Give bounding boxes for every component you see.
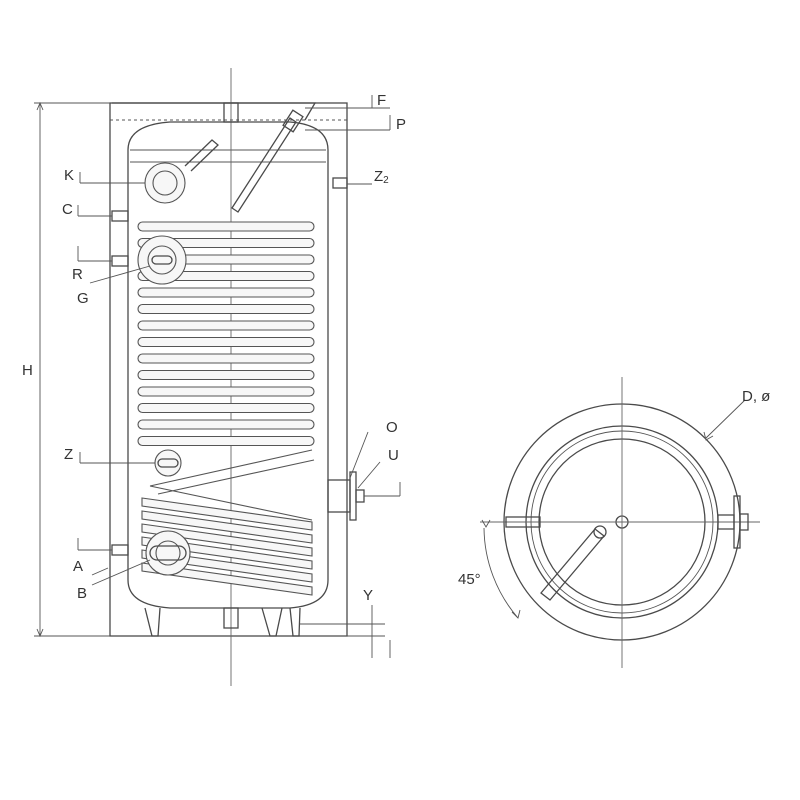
label-h: H — [22, 362, 33, 379]
flange-z — [154, 449, 182, 477]
label-z: Z — [64, 446, 73, 463]
right-connections — [327, 177, 365, 521]
legs — [144, 607, 301, 637]
coil-turn — [137, 320, 315, 331]
lower-coil-turn — [141, 510, 313, 544]
lower-coil-turn — [141, 523, 313, 557]
coil-turn — [137, 419, 315, 430]
coil-turn — [137, 287, 315, 298]
coil-turn — [137, 353, 315, 364]
coil-turn — [137, 303, 315, 315]
label-a: A — [73, 558, 83, 575]
top-outlet-f — [223, 102, 239, 123]
label-k: K — [64, 167, 74, 184]
flange-b — [145, 530, 191, 576]
left-leaders — [77, 172, 381, 586]
top-right-flange — [717, 495, 749, 549]
flange-g — [137, 235, 187, 285]
flange-k — [144, 139, 219, 204]
label-f: F — [377, 92, 386, 109]
diameter-leader — [705, 399, 746, 439]
coil-turn — [137, 369, 315, 381]
top-anode-end — [593, 525, 607, 539]
coil-turn — [137, 237, 315, 249]
coil-turn — [137, 435, 315, 447]
coil-turn — [137, 221, 315, 232]
label-diameter: D, ø — [742, 388, 770, 405]
dimension-h — [34, 101, 110, 638]
label-y: Y — [363, 587, 373, 604]
left-connections — [111, 210, 129, 556]
inner-tank — [127, 121, 329, 609]
label-u: U — [388, 447, 399, 464]
coil-turn — [137, 336, 315, 348]
lower-coil-turn — [141, 497, 313, 531]
label-g: G — [77, 290, 89, 307]
anode-rod — [231, 117, 297, 213]
label-p: P — [396, 116, 406, 133]
coil-turn — [137, 386, 315, 397]
label-angle: 45° — [458, 571, 481, 588]
label-c: C — [62, 201, 73, 218]
side-view: H F P K Z2 C R G Z O U A B Y — [22, 68, 406, 686]
top-view: D, ø 45° — [458, 377, 770, 668]
lower-coil-turn — [141, 562, 313, 596]
angle-arc — [483, 527, 519, 619]
right-dimension-lines — [300, 95, 401, 658]
anode-cap — [282, 109, 304, 133]
coil-transition — [149, 449, 315, 521]
lower-coil — [141, 449, 315, 596]
top-lid — [112, 102, 317, 121]
label-z2: Z2 — [374, 168, 389, 186]
top-left-connection — [505, 516, 541, 528]
label-r: R — [72, 266, 83, 283]
bottom-drain — [223, 607, 239, 629]
label-b: B — [77, 585, 87, 602]
top-anode — [540, 528, 605, 601]
label-o: O — [386, 419, 398, 436]
coil-turn — [137, 402, 315, 414]
